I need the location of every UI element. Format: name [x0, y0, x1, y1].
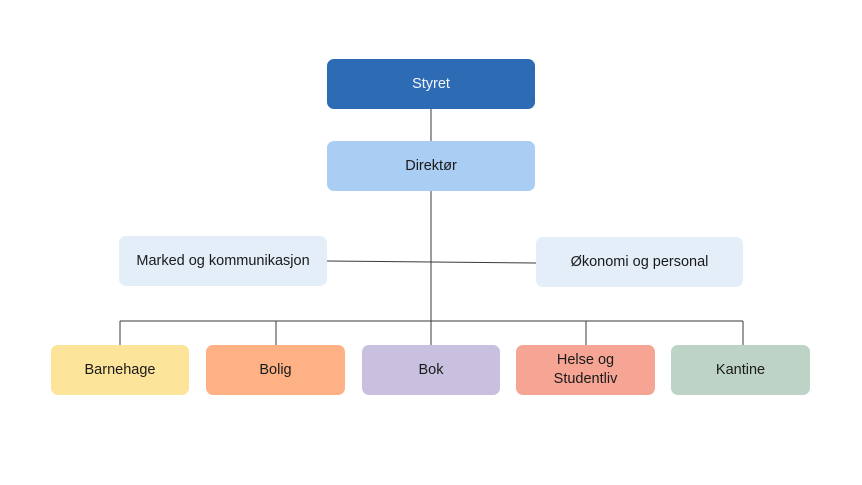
node-barnehage-label: Barnehage [84, 361, 156, 378]
node-bolig-label: Bolig [259, 361, 292, 378]
node-kantine: Kantine [671, 345, 810, 395]
node-bok: Bok [362, 345, 500, 395]
node-helse-label: Helse og Studentliv [553, 352, 618, 387]
node-direktor-label: Direktør [405, 157, 457, 174]
node-bolig: Bolig [206, 345, 345, 395]
node-direktor: Direktør [327, 141, 535, 191]
node-styret-label: Styret [412, 75, 450, 92]
node-kantine-label: Kantine [715, 361, 766, 378]
node-helse-og-studentliv: Helse og Studentliv [516, 345, 655, 395]
node-okonomi-og-personal: Økonomi og personal [536, 237, 743, 287]
node-marked-og-kommunikasjon: Marked og kommunikasjon [119, 236, 327, 286]
connector-staff [326, 260, 537, 264]
node-marked-label: Marked og kommunikasjon [136, 252, 310, 269]
node-barnehage: Barnehage [51, 345, 189, 395]
node-styret: Styret [327, 59, 535, 109]
node-bok-label: Bok [418, 361, 444, 378]
node-okonomi-label: Økonomi og personal [570, 253, 709, 270]
